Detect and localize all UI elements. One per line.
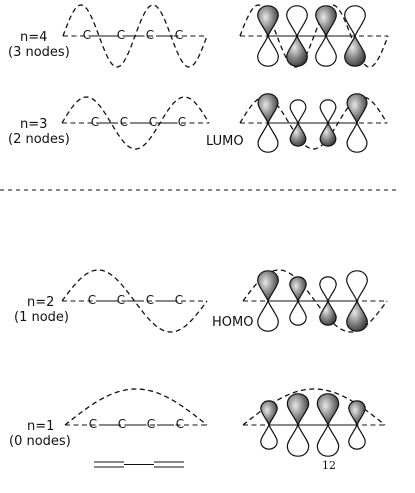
orbital-set <box>62 4 389 68</box>
p-orbital-lobe-top <box>344 5 366 38</box>
p-orbital-lobe-top <box>257 270 279 303</box>
wavefunction-curve <box>64 388 208 426</box>
p-orbital-lobe-top <box>286 393 310 427</box>
atom-label: C <box>147 417 155 431</box>
atom-label: C <box>117 293 125 307</box>
atom-label: C <box>178 115 186 129</box>
wavefunction-curve <box>61 96 210 150</box>
atom-label: C <box>88 293 96 307</box>
orbital-set <box>61 269 388 333</box>
level-n-label: n=1 <box>27 419 54 434</box>
atom-label: C <box>117 28 125 42</box>
homo-label: HOMO <box>212 315 253 330</box>
atom-label: C <box>146 293 154 307</box>
p-orbital-lobe-top <box>319 276 337 303</box>
atom-label: C <box>120 115 128 129</box>
p-orbital-lobe-bottom <box>289 299 307 326</box>
atom-label: C <box>146 28 154 42</box>
atom-label: C <box>176 417 184 431</box>
lumo-label: LUMO <box>206 134 244 149</box>
level-n-label: n=2 <box>27 295 54 310</box>
p-orbital-lobe-bottom <box>260 423 278 450</box>
atom-label: C <box>175 293 183 307</box>
p-orbital-lobe-bottom <box>348 423 366 450</box>
p-orbital-lobe-bottom <box>316 423 340 457</box>
p-orbital-lobe-bottom <box>289 121 307 147</box>
level-node-count: (3 nodes) <box>8 45 70 60</box>
orbital-set <box>61 93 388 153</box>
level-node-count: (2 nodes) <box>8 132 70 147</box>
level-n-label: n=4 <box>20 30 47 45</box>
level-n-label: n=3 <box>20 117 47 132</box>
p-orbital-lobe-bottom <box>286 34 308 67</box>
p-orbital-lobe-top <box>260 400 278 427</box>
orbital-set <box>64 388 386 457</box>
p-orbital-lobe-top <box>289 276 307 303</box>
p-orbital-lobe-bottom <box>344 34 366 67</box>
p-orbital-lobe-top <box>319 99 337 125</box>
p-orbital-lobe-top <box>315 5 337 38</box>
p-orbital-lobe-top <box>286 5 308 38</box>
p-orbital-lobe-top <box>289 99 307 125</box>
atom-label: C <box>91 115 99 129</box>
p-orbital-lobe-top <box>316 393 340 427</box>
p-orbital-lobe-bottom <box>257 34 279 67</box>
level-n3: n=3 (2 nodes) LUMO C C C C <box>8 93 388 153</box>
p-orbital-lobe-bottom <box>286 423 310 457</box>
p-orbital-lobe-bottom <box>315 34 337 67</box>
level-node-count: (1 node) <box>14 310 69 325</box>
p-orbital-lobe-top <box>257 5 279 38</box>
p-orbital-lobe-top <box>346 270 368 303</box>
atom-label: C <box>149 115 157 129</box>
p-orbital-lobe-bottom <box>346 299 368 332</box>
level-node-count: (0 nodes) <box>9 434 71 449</box>
p-orbital-lobe-top <box>348 400 366 427</box>
p-orbital-lobe-bottom <box>257 299 279 332</box>
page-number: 12 <box>322 459 336 472</box>
level-n1: n=1 (0 nodes) C C C C <box>9 388 386 457</box>
level-n2: n=2 (1 node) HOMO C C C C <box>14 269 388 333</box>
p-orbital-lobe-top <box>346 93 368 125</box>
butadiene-skeleton <box>94 461 184 468</box>
atom-label: C <box>89 417 97 431</box>
atom-label: C <box>118 417 126 431</box>
atom-label: C <box>83 28 91 42</box>
p-orbital-lobe-bottom <box>257 121 279 153</box>
p-orbital-lobe-top <box>257 93 279 125</box>
p-orbital-lobe-bottom <box>319 299 337 326</box>
p-orbital-lobe-bottom <box>346 121 368 153</box>
p-orbital-lobe-bottom <box>319 121 337 147</box>
atom-label: C <box>175 28 183 42</box>
level-n4: n=4 (3 nodes) C C C C <box>8 4 389 68</box>
